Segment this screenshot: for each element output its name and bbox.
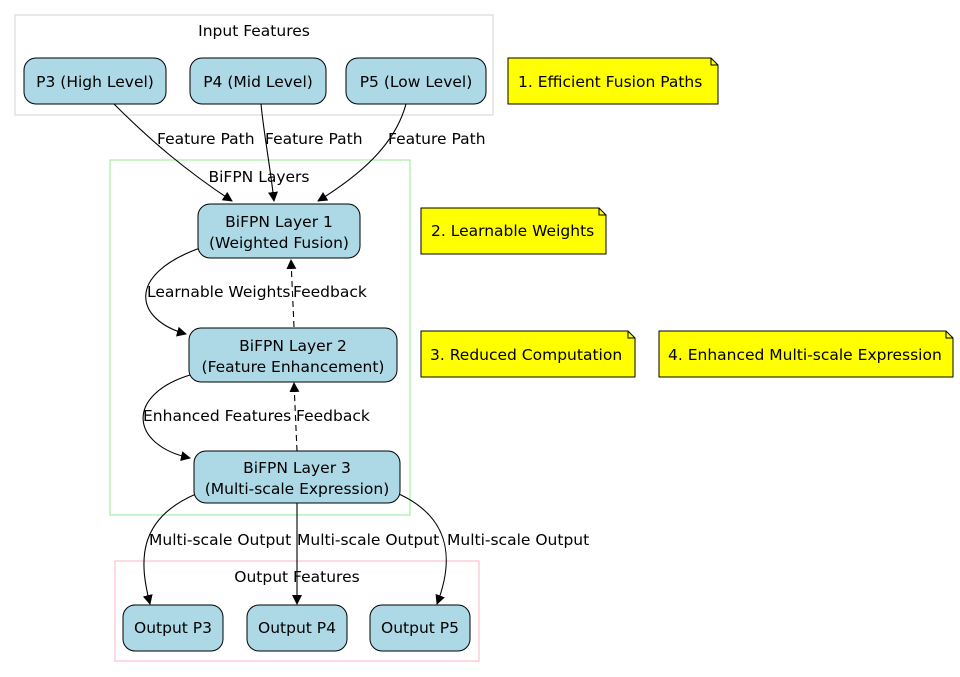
node-bifpn-layer-2: BiFPN Layer 2 (Feature Enhancement) [188,327,398,383]
edge-p3-to-layer1 [113,103,233,202]
input-features-cluster [14,14,494,116]
node-p4: P4 (Mid Level) [189,57,327,105]
svg-text:4. Enhanced Multi-scale Expres: 4. Enhanced Multi-scale Expression [668,346,942,364]
svg-text:P4 (Mid Level): P4 (Mid Level) [203,73,313,91]
edge-label-multiscale-output-1: Multi-scale Output [149,531,291,549]
edge-label-multiscale-output-2: Multi-scale Output [297,531,439,549]
edge-layer3-to-output-p3 [142,493,197,605]
edge-layer2-feedback-to-layer1 [286,259,297,328]
edge-label-learnable-weights: Learnable Weights [147,283,291,301]
note-efficient-fusion-paths: 1. Efficient Fusion Paths [507,57,719,105]
svg-text:1. Efficient Fusion Paths: 1. Efficient Fusion Paths [518,73,702,91]
bifpn-layers-cluster [109,159,411,516]
svg-text:(Multi-scale Expression): (Multi-scale Expression) [205,480,390,498]
svg-text:BiFPN Layer 2: BiFPN Layer 2 [239,337,347,355]
svg-text:P5 (Low Level): P5 (Low Level) [360,73,473,91]
edge-label-feature-path-2: Feature Path [265,130,363,148]
edge-label-feedback-1: Feedback [293,283,367,301]
svg-text:BiFPN Layer 3: BiFPN Layer 3 [243,459,351,477]
svg-text:P3 (High Level): P3 (High Level) [36,73,154,91]
node-p5: P5 (Low Level) [345,57,487,105]
edge-label-feature-path-1: Feature Path [157,130,255,148]
bifpn-layers-title: BiFPN Layers [208,168,309,186]
svg-text:3. Reduced Computation: 3. Reduced Computation [430,346,622,364]
svg-text:(Weighted Fusion): (Weighted Fusion) [209,234,349,252]
node-bifpn-layer-1: BiFPN Layer 1 (Weighted Fusion) [197,203,361,259]
svg-text:2. Learnable Weights: 2. Learnable Weights [431,222,594,240]
note-reduced-computation: 3. Reduced Computation [420,330,636,378]
edge-label-enhanced-features: Enhanced Features [143,407,291,425]
edge-label-feedback-2: Feedback [296,407,370,425]
node-output-p3: Output P3 [122,604,224,652]
input-features-title: Input Features [198,22,310,40]
svg-text:Output P3: Output P3 [134,619,212,637]
node-output-p5: Output P5 [369,604,471,652]
edge-p4-to-layer1 [260,103,278,202]
svg-text:(Feature Enhancement): (Feature Enhancement) [202,358,385,376]
edge-label-multiscale-output-3: Multi-scale Output [447,531,589,549]
svg-text:Output P5: Output P5 [381,619,459,637]
node-output-p4: Output P4 [246,604,348,652]
edge-p5-to-layer1 [317,103,407,202]
edge-layer3-to-output-p5 [398,493,447,605]
edge-layer3-feedback-to-layer2 [289,382,300,452]
svg-text:BiFPN Layer 1: BiFPN Layer 1 [225,213,333,231]
note-enhanced-multiscale-expression: 4. Enhanced Multi-scale Expression [658,330,954,378]
edge-layer2-to-layer3 [142,374,191,461]
note-learnable-weights: 2. Learnable Weights [420,207,607,255]
edge-label-feature-path-3: Feature Path [388,130,486,148]
edge-layer1-to-layer2 [145,247,201,337]
node-p3: P3 (High Level) [23,57,167,105]
node-bifpn-layer-3: BiFPN Layer 3 (Multi-scale Expression) [193,450,401,504]
svg-text:Output P4: Output P4 [258,619,336,637]
